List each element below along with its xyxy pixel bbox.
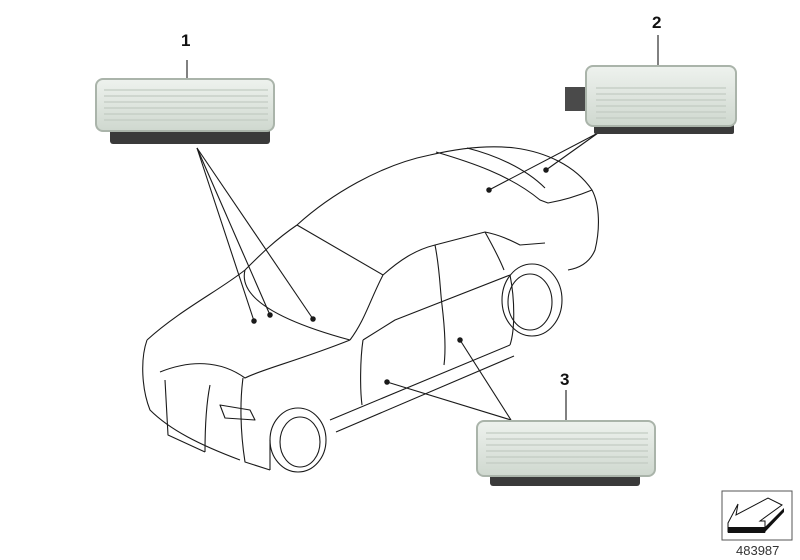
callout-1: 1 <box>181 31 191 50</box>
reference-number: 483987 <box>736 543 780 558</box>
lamp-part-3[interactable] <box>476 420 656 486</box>
lamp-part-1[interactable] <box>95 78 275 144</box>
callout-3: 3 <box>560 370 570 389</box>
arrow-down-left-icon[interactable] <box>721 490 793 541</box>
lamp-part-2[interactable] <box>565 65 737 134</box>
callout-2: 2 <box>652 13 662 32</box>
leader-lines <box>186 35 659 421</box>
